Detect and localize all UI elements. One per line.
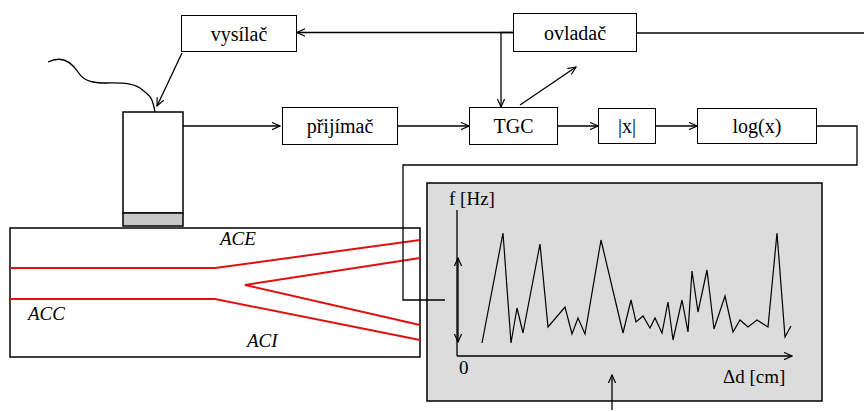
display-panel <box>427 183 822 401</box>
signal-connector <box>398 125 469 126</box>
control-line <box>637 32 864 33</box>
amplitude-arrow <box>457 258 458 342</box>
echo-signal <box>482 233 791 343</box>
probe-body <box>123 112 183 213</box>
box-label: přijímač <box>307 115 374 137</box>
process-box: ovladač <box>513 13 637 52</box>
x-axis <box>457 355 792 356</box>
probe-cable <box>48 59 155 112</box>
artery-label: ACC <box>28 304 65 325</box>
axis-label: Δd [cm] <box>721 367 787 388</box>
process-box: TGC <box>469 107 558 145</box>
process-box: přijímač <box>282 107 398 145</box>
artery-label: ACE <box>220 229 256 250</box>
box-label: vysílač <box>211 23 268 45</box>
signal-connector <box>656 125 697 126</box>
process-box: log(x) <box>697 108 817 144</box>
signal-connector <box>297 32 513 33</box>
artery-label: ACI <box>247 331 278 352</box>
tissue-block <box>10 228 420 357</box>
axis-label: 0 <box>457 358 471 379</box>
axis-label: f [Hz] <box>447 189 497 210</box>
process-box: |x| <box>598 108 656 144</box>
signal-connector <box>501 33 513 108</box>
artery-lines <box>10 240 420 340</box>
gain-arrow <box>520 67 576 105</box>
box-label: log(x) <box>733 115 782 137</box>
transmit-arrow <box>157 53 182 106</box>
display-pointer <box>611 375 612 410</box>
signal-connector <box>403 126 857 300</box>
process-box: vysílač <box>181 15 297 52</box>
box-label: TGC <box>494 115 534 137</box>
box-label: ovladač <box>544 22 606 44</box>
display-screen: f [Hz] 0 Δd [cm] <box>427 183 822 401</box>
probe-tip <box>123 213 183 226</box>
receive-arrow <box>183 125 280 126</box>
box-label: |x| <box>618 115 636 137</box>
y-axis <box>456 200 457 356</box>
signal-connector <box>558 125 598 126</box>
